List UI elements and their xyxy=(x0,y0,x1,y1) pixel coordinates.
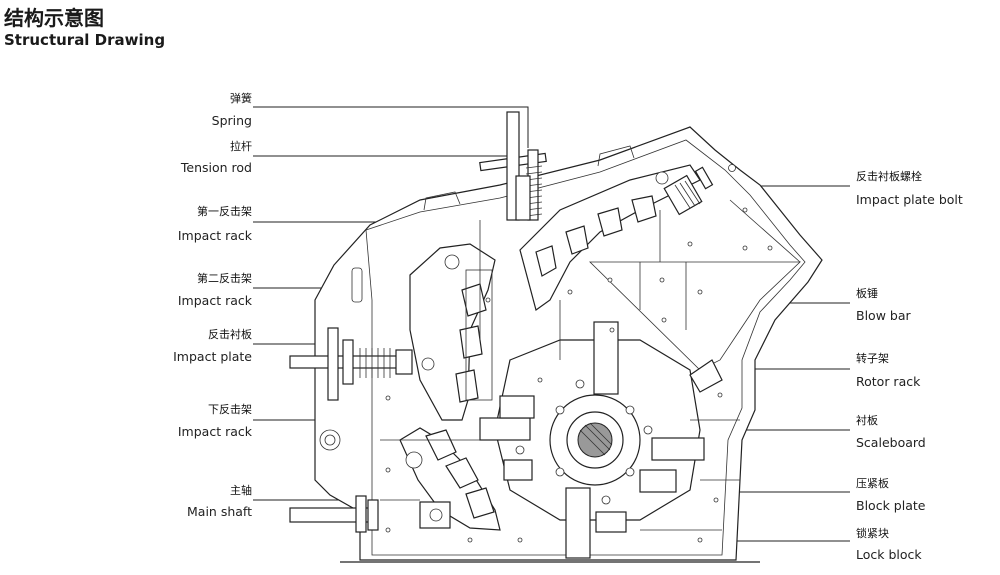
svg-text:Tension rod: Tension rod xyxy=(180,160,252,175)
blow-bar-left xyxy=(479,417,531,441)
svg-text:Impact plate: Impact plate xyxy=(173,349,252,364)
svg-text:Impact rack: Impact rack xyxy=(178,228,253,243)
svg-text:板锤: 板锤 xyxy=(856,286,878,300)
block-plates xyxy=(499,395,677,533)
horizontal-tension-rod xyxy=(289,327,413,401)
svg-text:Scaleboard: Scaleboard xyxy=(856,435,926,450)
svg-text:弹簧: 弹簧 xyxy=(230,91,252,105)
svg-text:Spring: Spring xyxy=(212,113,252,128)
svg-text:Block plate: Block plate xyxy=(856,498,926,513)
label-main-shaft: 主轴 Main shaft xyxy=(187,483,368,519)
label-spring: 弹簧 Spring xyxy=(212,91,529,148)
spring-tension-rod-assembly xyxy=(479,111,547,221)
svg-text:转子架: 转子架 xyxy=(856,351,889,365)
blow-bar-bottom xyxy=(565,487,591,559)
scaleboard-liners xyxy=(380,199,802,531)
svg-text:Rotor rack: Rotor rack xyxy=(856,374,921,389)
svg-text:Main shaft: Main shaft xyxy=(187,504,252,519)
svg-text:Lock block: Lock block xyxy=(856,547,922,562)
blow-bar-right xyxy=(651,437,705,461)
lower-impact-rack xyxy=(319,427,501,531)
svg-text:拉杆: 拉杆 xyxy=(230,139,252,153)
svg-text:锁紧块: 锁紧块 xyxy=(856,526,889,540)
svg-text:主轴: 主轴 xyxy=(230,483,252,497)
blow-bar-top xyxy=(593,321,619,395)
svg-text:反击衬板: 反击衬板 xyxy=(208,327,252,341)
page-title-en: Structural Drawing xyxy=(4,31,166,49)
svg-text:反击衬板螺栓: 反击衬板螺栓 xyxy=(856,169,922,183)
svg-text:Impact rack: Impact rack xyxy=(178,424,253,439)
svg-text:衬板: 衬板 xyxy=(856,413,878,427)
first-impact-rack xyxy=(519,164,736,311)
svg-text:Blow bar: Blow bar xyxy=(856,308,911,323)
label-block-plate: 压紧板 Block plate xyxy=(664,476,926,513)
rotor-rack-anchor xyxy=(689,359,723,393)
svg-text:压紧板: 压紧板 xyxy=(856,476,889,490)
label-impact-plate-bolt: 反击衬板螺栓 Impact plate bolt xyxy=(690,169,963,207)
svg-text:第一反击架: 第一反击架 xyxy=(197,204,252,218)
svg-text:下反击架: 下反击架 xyxy=(208,403,252,416)
main-shaft xyxy=(289,495,451,533)
svg-text:第二反击架: 第二反击架 xyxy=(197,271,252,285)
svg-text:Impact rack: Impact rack xyxy=(178,293,253,308)
blow-bars xyxy=(479,321,705,559)
page-title-cn: 结构示意图 xyxy=(4,6,104,30)
label-impact-plate: 反击衬板 Impact plate xyxy=(173,327,352,364)
liner-bolts xyxy=(385,207,773,543)
label-tension-rod: 拉杆 Tension rod xyxy=(180,139,516,175)
svg-text:Impact plate bolt: Impact plate bolt xyxy=(856,192,963,207)
label-rotor-rack: 转子架 Rotor rack xyxy=(712,351,921,389)
